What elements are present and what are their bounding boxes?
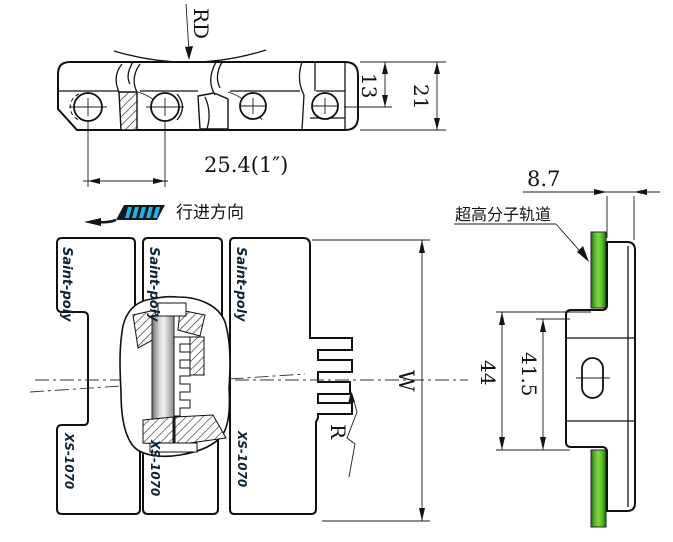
arrowhead-icon [382, 95, 388, 107]
height-dimensions: 13 21 [344, 61, 446, 131]
rail-arrowhead-icon [577, 246, 589, 262]
gap2-curves [204, 61, 223, 130]
width-dim-text: W [394, 370, 418, 392]
inner-height-dim-text: 41.5 [517, 352, 541, 397]
rail-height-dimensions: 44 41.5 [476, 311, 591, 451]
stripe [146, 207, 153, 218]
link-plan-middle [142, 237, 223, 515]
rail-lower [590, 449, 607, 528]
arrowhead-icon [434, 118, 440, 130]
thickness-dim-text: 8.7 [527, 167, 560, 191]
section-hatch [174, 414, 227, 446]
arrowhead-icon [153, 178, 165, 184]
travel-direction-label: 行进方向 [176, 203, 244, 223]
end-view: 8.7 44 41.5 超高分子轨道 [454, 167, 660, 528]
hidden-arc [69, 93, 80, 121]
pin-height-dim-text: 13 [357, 73, 381, 98]
arrowhead-icon [499, 437, 505, 450]
rail-label-text: 超高分子轨道 [455, 205, 551, 224]
direction-arrowhead-icon [84, 218, 101, 226]
stripe [132, 207, 139, 218]
arrowhead-icon [419, 240, 425, 253]
pin-cap [157, 302, 187, 317]
rail-dim-lines [496, 311, 591, 451]
pitch-dimension: 25.4(1″) [83, 121, 288, 187]
travel-direction-icon [84, 205, 165, 226]
section-hatch [189, 336, 205, 376]
stripe [153, 207, 160, 218]
arrowhead-icon [499, 312, 505, 325]
arrowhead-icon [434, 62, 440, 74]
model-text: XS-1070 [62, 432, 76, 489]
link-height-dim-text: 21 [409, 84, 433, 109]
rail-upper [590, 231, 607, 309]
plate-seam-lines [58, 62, 346, 130]
section-hatch-wedge [118, 91, 138, 131]
socket-arc [176, 93, 184, 121]
side-elevation-view: RD 25.4(1″) 13 21 [57, 3, 446, 187]
radius-leader-zigzag [346, 393, 358, 478]
arrowhead-icon [88, 178, 100, 184]
rd-arrowhead-icon [185, 46, 193, 60]
brand-text: Saint-poly [59, 247, 74, 322]
pin-holes [69, 92, 339, 122]
width-dim-lines [312, 239, 430, 522]
stripe [139, 207, 146, 218]
arrowhead-icon [594, 189, 607, 195]
outer-height-dim-text: 44 [476, 360, 500, 385]
pin-retainer-plate [149, 442, 198, 453]
model-text: XS-1070 [235, 430, 249, 487]
width-dimension: W [312, 239, 430, 522]
backflex-arc [113, 49, 267, 63]
gap3-curves [298, 61, 316, 131]
link-end-profile [565, 241, 636, 512]
stripe [125, 207, 132, 218]
radius-callout: R [326, 391, 358, 478]
radius-dim-text: R [326, 424, 350, 440]
rd-leader-line [185, 3, 190, 53]
pitch-dim-text: 25.4(1″) [204, 153, 288, 177]
arrowhead-icon [382, 62, 388, 74]
brand-text: Saint-poly [146, 247, 161, 322]
rail-label-callout: 超高分子轨道 [454, 205, 589, 262]
arrowhead-icon [540, 437, 546, 450]
thickness-dimension: 8.7 [523, 167, 660, 240]
gap2-opening [197, 92, 229, 130]
height-dim-lines [344, 61, 446, 131]
radius-arrowhead-icon [348, 391, 355, 404]
gap1-shoulder [127, 61, 134, 85]
chain-links-side [57, 61, 359, 131]
link-plan-left [56, 237, 141, 515]
arrowhead-icon [634, 189, 647, 195]
brand-text: Saint-poly [233, 247, 248, 322]
gap1-curves [115, 63, 141, 93]
serrated-profile [173, 336, 191, 417]
profile-inner-lines [566, 246, 635, 507]
pin-crosshairs [69, 98, 338, 116]
link-plan-right [229, 237, 353, 515]
arrowhead-icon [540, 319, 546, 332]
model-text: XS-1070 [148, 439, 162, 496]
plan-view: 行进方向 Saint-poly Saint-poly Saint-poly XS… [29, 203, 468, 522]
arrowhead-icon [419, 508, 425, 521]
cutaway-section [119, 295, 231, 458]
rd-label: RD [189, 8, 213, 39]
